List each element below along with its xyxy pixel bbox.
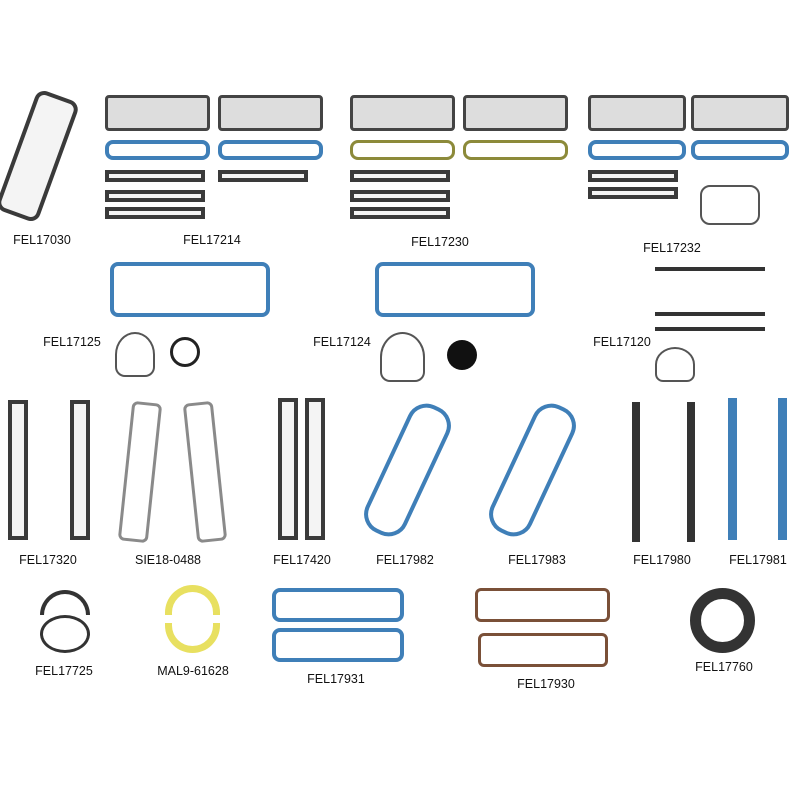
part-label: FEL17125 xyxy=(43,335,101,349)
part-label: FEL17232 xyxy=(643,241,701,255)
intake-gasket-sie18-0488 xyxy=(117,400,230,547)
valve-cover-gasket-fel17982 xyxy=(357,397,460,543)
part-label: FEL17981 xyxy=(729,553,787,567)
oil-pan-set-fel17125 xyxy=(110,262,270,387)
part-label: FEL17983 xyxy=(508,553,566,567)
part-label: FEL17760 xyxy=(695,660,753,674)
valve-cover-gasket-fel17931 xyxy=(272,588,404,668)
intake-gasket-fel17320 xyxy=(8,400,93,545)
part-label: FEL17982 xyxy=(376,553,434,567)
part-label: SIE18-0488 xyxy=(134,553,202,567)
part-label: FEL17120 xyxy=(593,335,651,349)
oil-pan-set-fel17124 xyxy=(375,262,535,387)
part-label: FEL17214 xyxy=(183,233,241,247)
part-label: FEL17320 xyxy=(19,553,77,567)
gasket-set-fel17232 xyxy=(585,95,800,235)
head-gasket-fel17030 xyxy=(0,88,81,224)
oil-pan-gasket-fel17981 xyxy=(728,398,790,543)
valve-cover-gasket-fel17983 xyxy=(482,397,585,543)
intake-gasket-fel17420 xyxy=(278,398,328,543)
part-label: FEL17420 xyxy=(273,553,331,567)
part-label: FEL17030 xyxy=(13,233,71,247)
gasket-set-fel17214 xyxy=(100,95,330,225)
part-label: FEL17930 xyxy=(517,677,575,691)
part-label: MAL9-61628 xyxy=(157,664,229,678)
part-label: FEL17124 xyxy=(313,335,371,349)
oil-pan-gasket-fel17980 xyxy=(632,402,697,544)
rear-main-seal-fel17760 xyxy=(690,588,755,653)
part-label: FEL17931 xyxy=(307,672,365,686)
oil-pan-set-fel17120 xyxy=(655,262,765,387)
part-label: FEL17230 xyxy=(411,235,469,249)
part-label: FEL17980 xyxy=(633,553,691,567)
part-label: FEL17725 xyxy=(35,664,93,678)
valve-cover-gasket-fel17930 xyxy=(475,588,610,670)
rear-main-seal-fel17725 xyxy=(35,590,95,655)
gasket-set-fel17230 xyxy=(345,95,575,225)
rear-main-seal-mal9-61628 xyxy=(160,585,225,655)
